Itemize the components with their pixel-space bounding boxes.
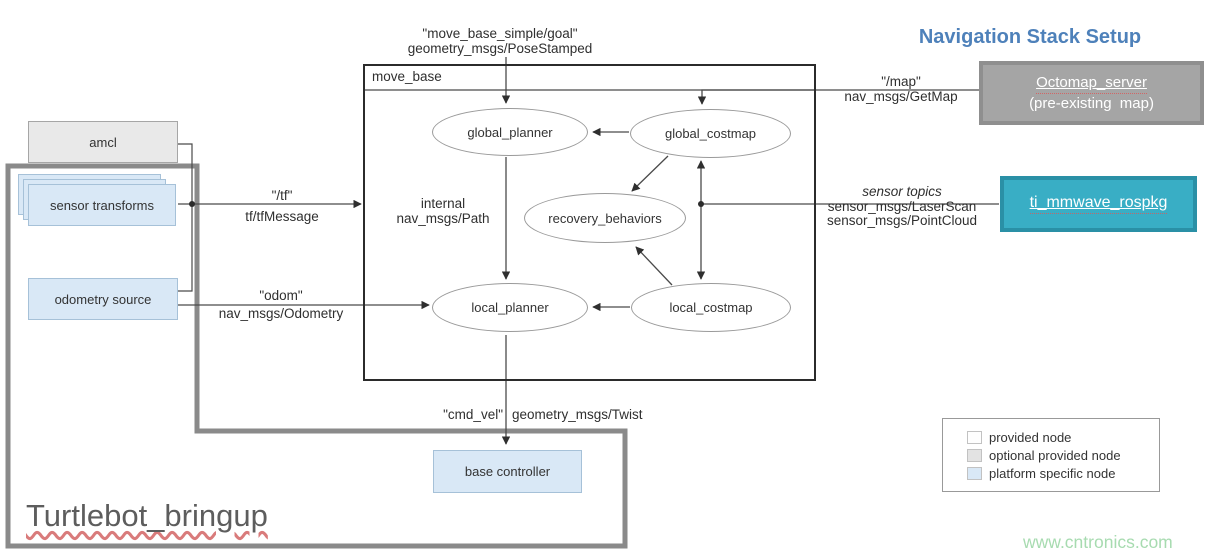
octomap-server-node: Octomap_server (pre-existing map)	[979, 61, 1204, 125]
octomap-server-label: Octomap_server	[1036, 73, 1147, 94]
tf-type-label: tf/tfMessage	[245, 209, 319, 224]
cmd-vel-type-label: geometry_msgs/Twist	[512, 407, 643, 422]
odometry-tf-connector	[178, 204, 193, 292]
odometry-source-label: odometry source	[54, 291, 152, 307]
octomap-server-sublabel: (pre-existing map)	[1029, 95, 1154, 112]
odom-topic-label: "odom"	[259, 288, 303, 303]
local-planner-label: local_planner	[471, 300, 549, 315]
goal-topic: "move_base_simple/goal"	[422, 26, 578, 41]
watermark-text: www.cntronics.com	[1023, 532, 1173, 552]
global-costmap-node: global_costmap	[630, 109, 791, 158]
move-base-container: move_base	[363, 64, 816, 381]
map-topic: "/map"	[881, 74, 921, 89]
internal-label: internal	[420, 196, 466, 211]
amcl-tf-connector	[178, 143, 193, 204]
internal-path-label: internal nav_msgs/Path	[373, 196, 513, 226]
global-costmap-label: global_costmap	[664, 126, 757, 141]
goal-type: geometry_msgs/PoseStamped	[407, 41, 593, 56]
legend-box: provided node optional provided node pla…	[942, 418, 1160, 492]
ti-mmwave-label: ti_mmwave_rospkg	[1029, 194, 1168, 214]
recovery-behaviors-label: recovery_behaviors	[548, 210, 662, 226]
local-costmap-node: local_costmap	[631, 283, 791, 332]
odom-type-label: nav_msgs/Odometry	[218, 306, 344, 321]
move-base-label: move_base	[372, 69, 442, 84]
sensor-type-pointcloud: sensor_msgs/PointCloud	[826, 213, 978, 228]
goal-edge-label: "move_base_simple/goal" geometry_msgs/Po…	[365, 26, 635, 56]
turtlebot-bringup-label: Turtlebot_bringup	[26, 498, 268, 533]
map-edge-label: "/map" nav_msgs/GetMap	[826, 74, 976, 104]
legend-label-provided: provided node	[989, 429, 1072, 445]
tf-junction-dot	[189, 201, 195, 207]
amcl-node: amcl	[28, 121, 178, 163]
legend-swatch-provided	[967, 430, 982, 444]
sensor-topics-title: sensor topics	[862, 184, 942, 199]
ti-mmwave-node: ti_mmwave_rospkg	[1000, 176, 1197, 232]
global-planner-label: global_planner	[467, 124, 553, 140]
tf-topic-label: "/tf"	[271, 188, 293, 203]
local-costmap-label: local_costmap	[669, 300, 753, 315]
legend-label-optional: optional provided node	[989, 447, 1121, 463]
map-type: nav_msgs/GetMap	[844, 89, 958, 104]
legend-swatch-optional	[967, 448, 982, 462]
local-planner-node: local_planner	[432, 283, 588, 332]
sensor-type-laserscan: sensor_msgs/LaserScan	[827, 198, 977, 214]
base-controller-node: base controller	[433, 450, 582, 493]
odometry-source-node: odometry source	[28, 278, 178, 320]
legend-item-platform: platform specific node	[967, 466, 1159, 481]
recovery-behaviors-node: recovery_behaviors	[524, 193, 686, 243]
sensor-transforms-label: sensor transforms	[49, 197, 155, 213]
legend-item-optional: optional provided node	[967, 448, 1159, 463]
legend-swatch-platform	[967, 466, 982, 480]
sensor-topics-label: sensor topics sensor_msgs/LaserScan sens…	[806, 184, 998, 229]
cmd-vel-topic-label: "cmd_vel"	[443, 407, 503, 422]
sensor-transforms-node: sensor transforms	[28, 184, 176, 226]
legend-label-platform: platform specific node	[989, 465, 1116, 481]
internal-type: nav_msgs/Path	[396, 211, 490, 226]
base-controller-label: base controller	[464, 464, 551, 479]
amcl-label: amcl	[89, 134, 117, 150]
legend-item-provided: provided node	[967, 430, 1159, 445]
global-planner-node: global_planner	[432, 108, 588, 156]
page-title: Navigation Stack Setup	[918, 26, 1142, 48]
